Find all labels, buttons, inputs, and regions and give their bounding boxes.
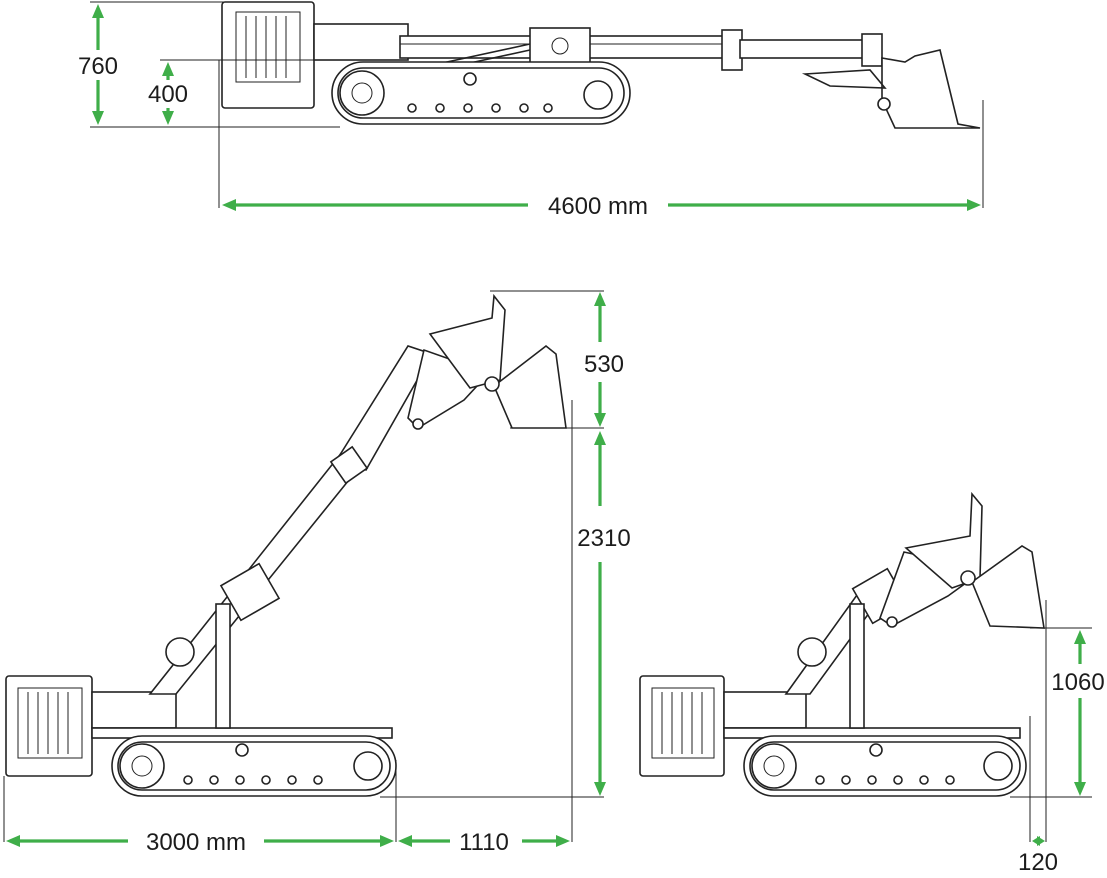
dim-label-1110: 1110 <box>459 829 509 856</box>
dimension-1110 <box>398 835 570 847</box>
dump-view-extension-lines <box>1010 600 1092 842</box>
dim-label-2310: 2310 <box>577 525 630 552</box>
dim-label-760: 760 <box>78 53 118 80</box>
machine-top-view <box>221 1 981 129</box>
dim-label-400: 400 <box>148 81 188 108</box>
dimension-400 <box>162 62 174 125</box>
raised-view-extension-lines <box>3 290 604 842</box>
dimension-120 <box>1032 836 1045 846</box>
dimension-3000 <box>6 835 394 847</box>
dimension-760 <box>92 4 104 125</box>
dim-label-4600: 4600 mm <box>548 193 648 220</box>
dim-label-530: 530 <box>584 351 624 378</box>
top-view-extension-lines <box>90 1 984 208</box>
dim-label-1060: 1060 <box>1051 669 1104 696</box>
dim-label-3000: 3000 mm <box>146 829 246 856</box>
machine-dump-view <box>639 491 1045 797</box>
dimension-530 <box>594 292 606 427</box>
dim-label-120: 120 <box>1018 849 1058 876</box>
dimension-2310 <box>594 431 606 796</box>
dimension-4600 <box>222 199 981 211</box>
machine-raised-view <box>5 293 567 797</box>
dimension-1060 <box>1074 630 1086 796</box>
